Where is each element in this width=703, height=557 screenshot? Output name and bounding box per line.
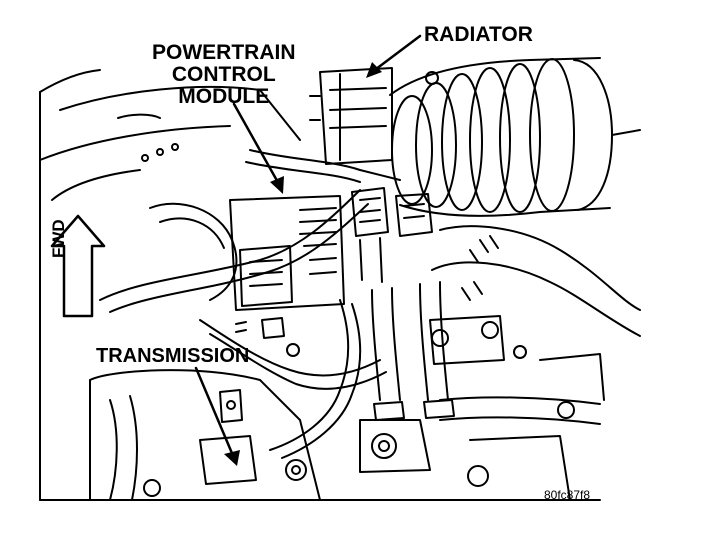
radiator-label: RADIATOR xyxy=(424,23,533,46)
pcm-label-line-3: MODULE xyxy=(178,85,270,108)
forward-label: FWD xyxy=(49,219,68,258)
engine-bracket xyxy=(359,315,605,501)
pcm-module xyxy=(229,195,345,311)
wiring-harness xyxy=(99,149,401,459)
transmission-housing xyxy=(89,369,321,501)
figure-code: 80fc87f8 xyxy=(544,488,591,502)
radiator-body xyxy=(309,67,393,165)
harness-connectors xyxy=(351,187,433,283)
pcm-label-line-1: POWERTRAIN xyxy=(152,41,296,64)
transmission-label: TRANSMISSION xyxy=(96,345,250,367)
fwd-arrow xyxy=(50,214,106,318)
fender-panel xyxy=(39,85,301,201)
powertrain-control-module-label: POWERTRAIN CONTROL MODULE xyxy=(152,42,296,108)
leader-arrowheads xyxy=(224,62,382,466)
mounting-bracket xyxy=(235,317,300,357)
pcm-label-line-2: CONTROL xyxy=(171,63,276,86)
lower-hose xyxy=(431,225,641,337)
air-intake-duct xyxy=(389,57,641,217)
leader-lines xyxy=(194,34,422,460)
